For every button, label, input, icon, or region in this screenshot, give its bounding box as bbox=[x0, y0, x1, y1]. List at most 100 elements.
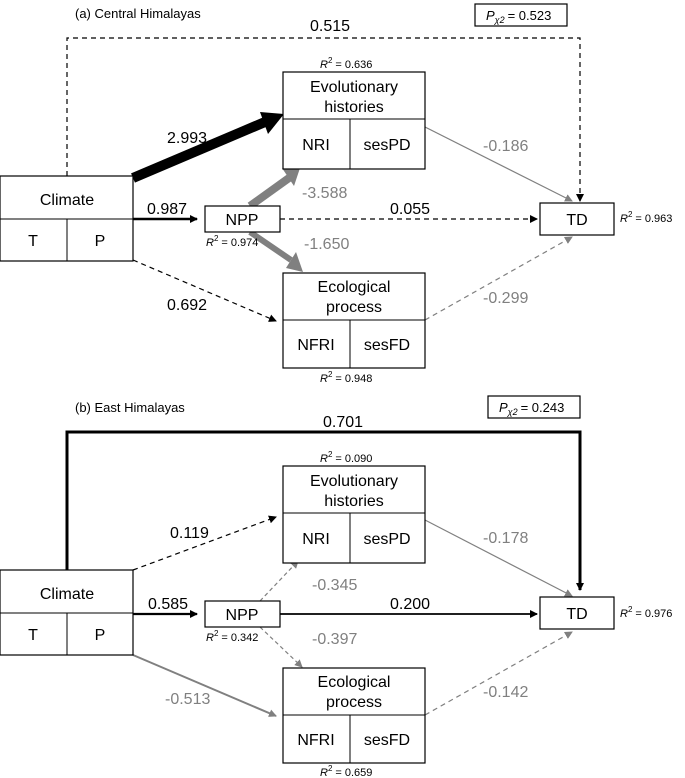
svg-text:R2= 0.963: R2= 0.963 bbox=[620, 210, 672, 225]
panel-a-td-r2: = 0.963 bbox=[635, 213, 672, 225]
panel-a-npp-box: NPP R2= 0.974 bbox=[204, 205, 281, 249]
panel-a-evo-sespd: sesPD bbox=[363, 137, 410, 154]
panel-b-evo-r2: = 0.090 bbox=[335, 453, 372, 465]
panel-b-arrow-eco-td bbox=[424, 631, 573, 716]
panel-b-title: (b) East Himalayas bbox=[75, 400, 185, 415]
svg-text:R2= 0.636: R2= 0.636 bbox=[320, 56, 372, 71]
panel-a-eco-nfri: NFRI bbox=[297, 337, 334, 354]
panel-b-arrow-npp-evo bbox=[259, 560, 299, 602]
panel-b-coef-eco-td: -0.142 bbox=[483, 684, 528, 701]
panel-b-eco-box: Ecological process NFRI sesFD R2= 0.659 bbox=[282, 667, 426, 778]
panel-b-climate-label: Climate bbox=[40, 586, 94, 603]
panel-b-evo-title-line1: Evolutionary bbox=[310, 473, 398, 490]
panel-b-pchi2-box bbox=[487, 395, 581, 419]
panel-a-arrow-npp-eco bbox=[248, 229, 293, 263]
panel-a-coef-npp-eco: -1.650 bbox=[304, 236, 349, 253]
panel-b-coef-npp-eco: -0.397 bbox=[312, 631, 357, 648]
panel-a-evo-box: R2= 0.636 Evolutionary histories NRI ses… bbox=[282, 56, 426, 170]
svg-text:Pχ2= 0.243: Pχ2= 0.243 bbox=[499, 400, 564, 417]
svg-text:R2= 0.948: R2= 0.948 bbox=[320, 370, 372, 385]
panel-a-climate-label: Climate bbox=[40, 192, 94, 209]
panel-b-eco-title-line2: process bbox=[326, 694, 382, 711]
panel-a-eco-title-line1: Ecological bbox=[318, 279, 391, 296]
panel-b-evo-box: R2= 0.090 Evolutionary histories NRI ses… bbox=[282, 450, 426, 564]
panel-a-arrowhead-climate-evo bbox=[260, 112, 284, 134]
panel-b-arrow-evo-td bbox=[424, 519, 573, 597]
panel-a-evo-title-line2: histories bbox=[324, 99, 384, 116]
panel-a-td-label: TD bbox=[566, 212, 587, 229]
panel-b-arrow-climate-eco bbox=[132, 654, 277, 717]
svg-text:R2= 0.976: R2= 0.976 bbox=[620, 605, 672, 620]
panel-b-coef-climate-evo: 0.119 bbox=[170, 525, 209, 542]
panel-a-coef-climate-eco: 0.692 bbox=[167, 297, 207, 314]
panel-b-coef-npp-td: 0.200 bbox=[390, 596, 430, 613]
panel-b-td-label: TD bbox=[566, 606, 587, 623]
panel-b-npp-label: NPP bbox=[226, 607, 259, 624]
panel-b-climate-p: P bbox=[95, 627, 106, 644]
panel-b-pchi2-symbol: P bbox=[499, 400, 508, 415]
panel-a-eco-title-line2: process bbox=[326, 299, 382, 316]
panel-b-pchi2-value: = 0.243 bbox=[521, 400, 565, 415]
panel-a-eco-sesfd: sesFD bbox=[364, 337, 410, 354]
panel-b-evo-sespd: sesPD bbox=[363, 531, 410, 548]
panel-a-evo-r2: = 0.636 bbox=[335, 59, 372, 71]
svg-text:R2= 0.342: R2= 0.342 bbox=[206, 629, 258, 644]
svg-text:R2= 0.659: R2= 0.659 bbox=[320, 764, 372, 778]
svg-text:R2= 0.974: R2= 0.974 bbox=[206, 234, 258, 249]
panel-a-pchi2-box bbox=[474, 3, 568, 27]
panel-b-coef-evo-td: -0.178 bbox=[483, 530, 528, 547]
panel-b-climate-box: Climate T P bbox=[0, 569, 134, 656]
panel-b-eco-r2: = 0.659 bbox=[335, 767, 372, 778]
panel-b-evo-title-line2: histories bbox=[324, 493, 384, 510]
panel-a-coef-climate-evo: 2.993 bbox=[167, 130, 207, 147]
panel-b-coef-climate-eco: -0.513 bbox=[165, 691, 210, 708]
panel-a-coef-climate-td: 0.515 bbox=[310, 18, 350, 35]
panel-a-climate-box: Climate T P bbox=[0, 175, 134, 262]
panel-b-evo-nri: NRI bbox=[302, 531, 330, 548]
panel-b-pchi2-subscript: χ2 bbox=[507, 407, 518, 417]
panel-a-pchi2-symbol: P bbox=[486, 8, 495, 23]
panel-a-td-box: TD R2= 0.963 bbox=[539, 202, 672, 236]
panel-a: (a) Central Himalayas Pχ2= 0.523 0.515 2… bbox=[0, 3, 672, 385]
panel-b-npp-r2: = 0.342 bbox=[221, 632, 258, 644]
panel-a-coef-evo-td: -0.186 bbox=[483, 138, 528, 155]
panel-a-title: (a) Central Himalayas bbox=[75, 6, 201, 21]
panel-b-eco-title-line1: Ecological bbox=[318, 674, 391, 691]
panel-b-eco-nfri: NFRI bbox=[297, 732, 334, 749]
panel-a-arrowhead-npp-eco bbox=[286, 252, 303, 272]
panel-a-arrow-climate-eco bbox=[132, 259, 277, 322]
panel-a-pchi2-subscript: χ2 bbox=[494, 15, 505, 25]
panel-a-eco-r2: = 0.948 bbox=[335, 373, 372, 385]
panel-a-npp-label: NPP bbox=[226, 212, 259, 229]
panel-a-arrow-climate-evo bbox=[131, 117, 267, 183]
panel-a-arrow-climate-td bbox=[66, 37, 584, 202]
panel-b-npp-box: NPP R2= 0.342 bbox=[204, 600, 281, 644]
panel-b-arrow-climate-td bbox=[65, 430, 584, 591]
panel-a-coef-npp-td: 0.055 bbox=[390, 201, 430, 218]
panel-b-td-box: TD R2= 0.976 bbox=[539, 596, 672, 630]
panel-a-pchi2-value: = 0.523 bbox=[508, 8, 552, 23]
panel-a-coef-npp-evo: -3.588 bbox=[302, 185, 347, 202]
panel-a-arrow-npp-evo bbox=[247, 174, 292, 210]
svg-text:Pχ2= 0.523: Pχ2= 0.523 bbox=[486, 8, 551, 25]
panel-a-coef-eco-td: -0.299 bbox=[483, 290, 528, 307]
panel-b-arrow-climate-evo bbox=[132, 515, 277, 571]
panel-a-eco-box: Ecological process NFRI sesFD R2= 0.948 bbox=[282, 272, 426, 385]
panel-b: (b) East Himalayas Pχ2= 0.243 0.701 0.11… bbox=[0, 395, 672, 778]
panel-b-arrow-npp-eco bbox=[259, 626, 303, 668]
panel-b-climate-t: T bbox=[28, 627, 38, 644]
panel-b-coef-climate-td: 0.701 bbox=[323, 414, 363, 431]
svg-text:R2= 0.090: R2= 0.090 bbox=[320, 450, 372, 465]
panel-a-arrow-eco-td bbox=[424, 236, 573, 321]
panel-a-coef-climate-npp: 0.987 bbox=[147, 201, 187, 218]
panel-a-npp-r2: = 0.974 bbox=[221, 237, 258, 249]
panel-a-climate-t: T bbox=[28, 233, 38, 250]
panel-a-evo-nri: NRI bbox=[302, 137, 330, 154]
panel-a-climate-p: P bbox=[95, 233, 106, 250]
panel-b-coef-climate-npp: 0.585 bbox=[148, 596, 188, 613]
panel-a-arrowhead-npp-evo bbox=[282, 168, 300, 186]
panel-b-td-r2: = 0.976 bbox=[635, 608, 672, 620]
panel-b-coef-npp-evo: -0.345 bbox=[312, 577, 357, 594]
panel-a-arrow-evo-td bbox=[424, 126, 573, 202]
